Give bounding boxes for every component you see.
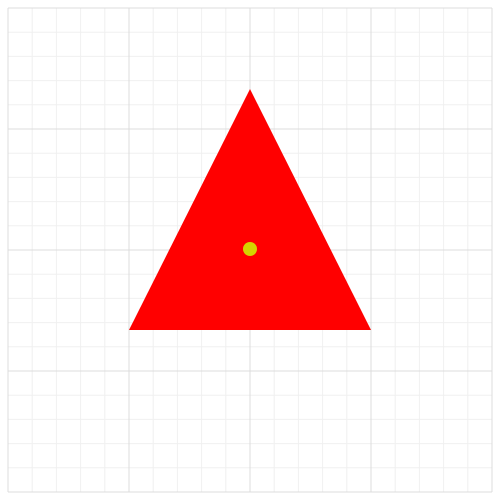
centroid-dot (243, 242, 257, 256)
red-triangle (129, 89, 371, 330)
